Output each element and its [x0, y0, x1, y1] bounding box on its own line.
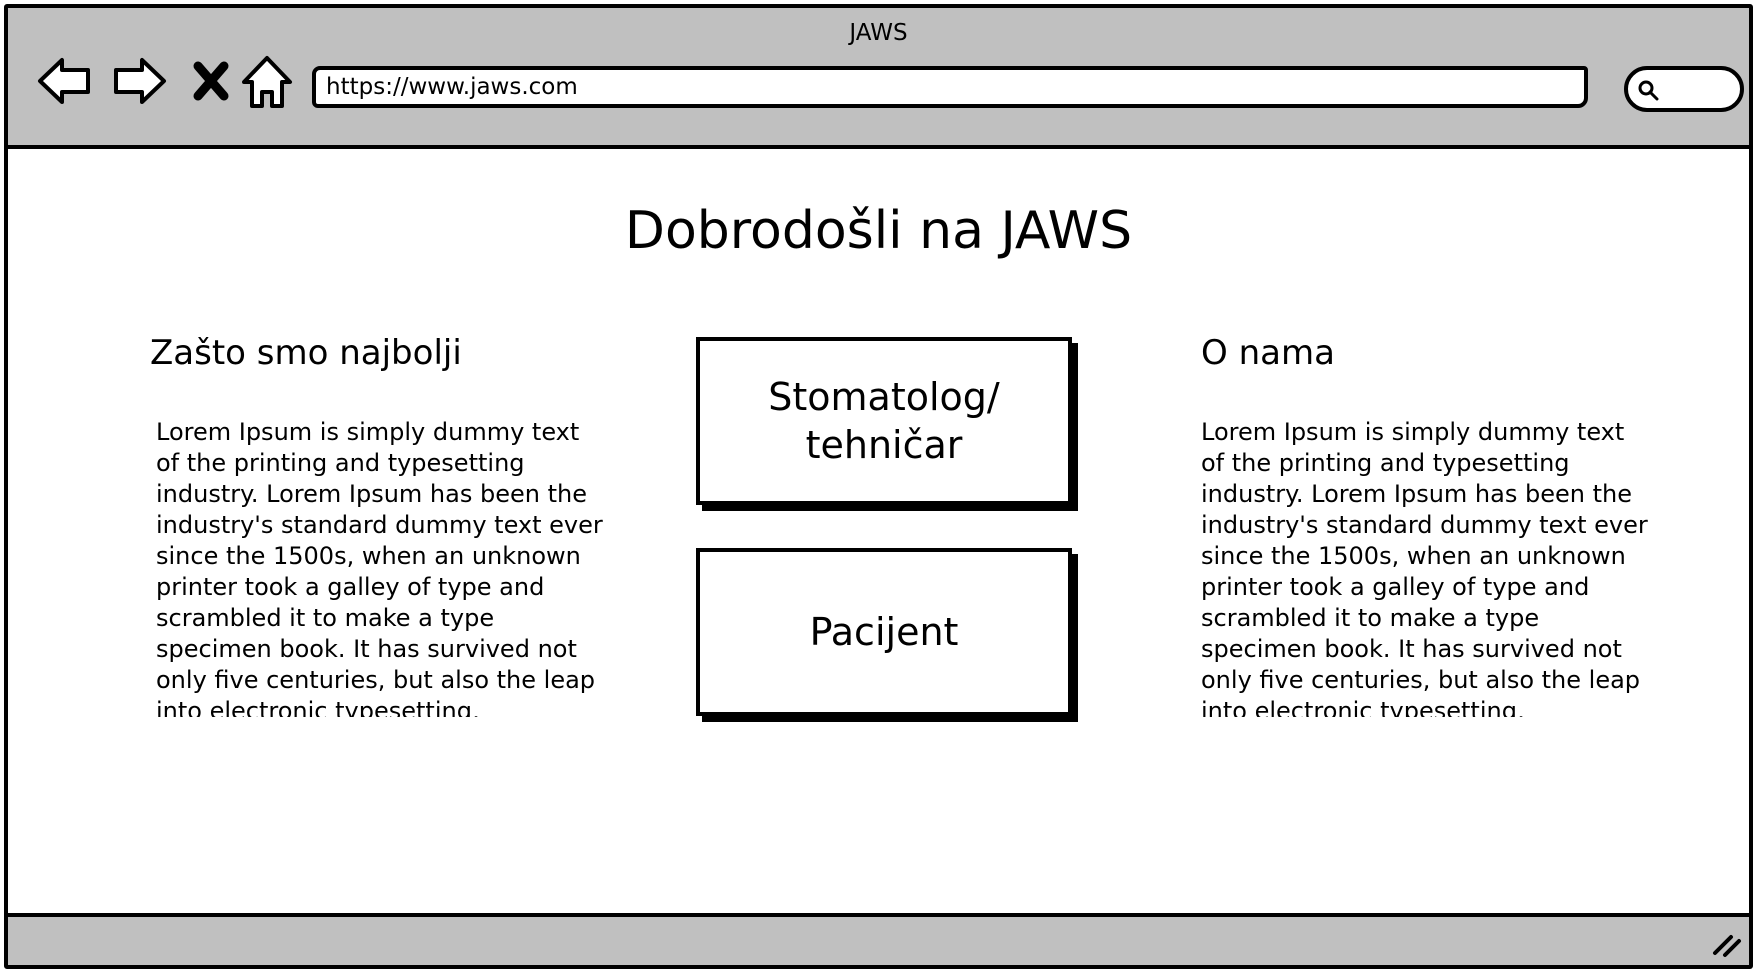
page-content: Dobrodošli na JAWS Zašto smo najbolji Lo…: [8, 149, 1749, 929]
close-icon[interactable]: [180, 50, 242, 112]
browser-window: JAWS https://www.jaws.com Dobrodošli na …: [4, 4, 1753, 969]
search-icon: [1638, 80, 1659, 101]
window-title: JAWS: [849, 20, 908, 46]
address-bar[interactable]: https://www.jaws.com: [312, 66, 1588, 108]
page-title: Dobrodošli na JAWS: [624, 201, 1133, 261]
back-arrow-icon[interactable]: [34, 50, 96, 112]
patient-button[interactable]: Pacijent: [696, 548, 1072, 716]
right-column-text: Lorem Ipsum is simply dummy text of the …: [1201, 418, 1648, 717]
dentist-button[interactable]: Stomatolog/ tehničar: [696, 337, 1072, 505]
left-column-text: Lorem Ipsum is simply dummy text of the …: [156, 418, 603, 717]
home-icon[interactable]: [236, 50, 298, 112]
browser-chrome: JAWS https://www.jaws.com: [8, 8, 1749, 149]
right-column-heading: O nama: [1201, 333, 1335, 373]
resize-grip-icon[interactable]: [1709, 929, 1743, 959]
search-field[interactable]: [1624, 66, 1744, 112]
status-bar: [8, 913, 1749, 965]
left-column-heading: Zašto smo najbolji: [150, 333, 462, 373]
forward-arrow-icon[interactable]: [108, 50, 170, 112]
